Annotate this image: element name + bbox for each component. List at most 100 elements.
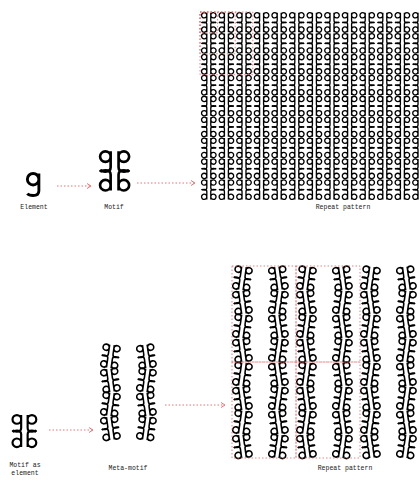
glyph <box>136 427 144 440</box>
motif <box>342 159 357 179</box>
motif <box>202 75 217 95</box>
glyph <box>404 64 409 74</box>
glyph <box>281 325 289 338</box>
glyph <box>316 54 321 64</box>
glyph <box>352 159 357 169</box>
glyph <box>298 446 306 459</box>
motif <box>272 117 287 137</box>
glyph <box>404 138 409 148</box>
glyph <box>219 54 224 64</box>
glyph <box>387 189 392 199</box>
glyph <box>413 54 418 64</box>
guide-rect <box>200 12 235 54</box>
glyph <box>334 374 342 387</box>
glyph <box>246 106 251 116</box>
glyph <box>325 22 330 32</box>
glyph <box>299 159 304 169</box>
glyph <box>149 355 157 368</box>
glyph <box>281 117 286 127</box>
glyph <box>395 159 400 169</box>
glyph <box>237 189 242 199</box>
motif <box>272 159 287 179</box>
motif <box>360 96 375 116</box>
glyph <box>325 34 330 44</box>
glyph <box>232 373 240 386</box>
glyph <box>369 64 374 74</box>
dotted-arrow <box>165 403 225 408</box>
glyph <box>228 54 233 64</box>
glyph <box>413 189 418 199</box>
glyph <box>387 148 392 158</box>
glyph <box>228 117 233 127</box>
glyph <box>413 148 418 158</box>
glyph <box>373 349 381 362</box>
motif <box>360 54 375 74</box>
glyph <box>395 34 400 44</box>
motif <box>296 338 316 363</box>
glyph <box>202 22 207 32</box>
glyph <box>409 325 417 338</box>
motif <box>325 117 340 137</box>
glyph <box>404 127 409 137</box>
glyph <box>234 398 242 411</box>
glyph <box>404 159 409 169</box>
glyph <box>307 189 312 199</box>
glyph <box>352 168 357 178</box>
glyph <box>246 54 251 64</box>
glyph <box>307 148 312 158</box>
glyph <box>369 138 374 148</box>
glyph <box>219 43 224 53</box>
glyph <box>395 64 400 74</box>
motif <box>254 54 269 74</box>
glyph <box>369 96 374 106</box>
glyph <box>254 54 259 64</box>
glyph <box>272 75 277 85</box>
glyph <box>352 75 357 85</box>
motif <box>395 159 410 179</box>
glyph <box>202 43 207 53</box>
motif <box>237 180 252 200</box>
glyph <box>237 106 242 116</box>
glyph <box>272 148 277 158</box>
glyph <box>264 75 269 85</box>
glyph <box>343 398 351 411</box>
glyph <box>299 13 304 23</box>
glyph <box>219 22 224 32</box>
stage-label: Repeat pattern <box>316 204 371 212</box>
motif <box>268 266 288 291</box>
glyph <box>268 397 276 410</box>
glyph <box>290 34 295 44</box>
motif <box>342 34 357 54</box>
glyph <box>211 75 216 85</box>
glyph <box>404 148 409 158</box>
motif <box>232 410 252 435</box>
motif <box>100 392 120 417</box>
glyph <box>413 159 418 169</box>
glyph <box>279 350 287 363</box>
glyph <box>395 138 400 148</box>
glyph <box>246 85 251 95</box>
glyph <box>352 127 357 137</box>
glyph <box>395 75 400 85</box>
glyph <box>254 22 259 32</box>
glyph <box>290 13 295 23</box>
glyph <box>228 43 233 53</box>
glyph <box>378 180 383 190</box>
glyph <box>228 127 233 137</box>
glyph <box>362 398 370 411</box>
glyph <box>243 278 251 291</box>
glyph <box>371 422 379 435</box>
motif <box>296 266 316 291</box>
glyph <box>290 106 295 116</box>
glyph <box>237 127 242 137</box>
glyph <box>334 75 339 85</box>
glyph <box>360 168 365 178</box>
glyph <box>360 138 365 148</box>
glyph <box>413 96 418 106</box>
motif <box>219 75 234 95</box>
motif <box>325 13 340 33</box>
glyph <box>219 85 224 95</box>
glyph <box>387 117 392 127</box>
glyph <box>352 117 357 127</box>
motif <box>307 159 322 179</box>
